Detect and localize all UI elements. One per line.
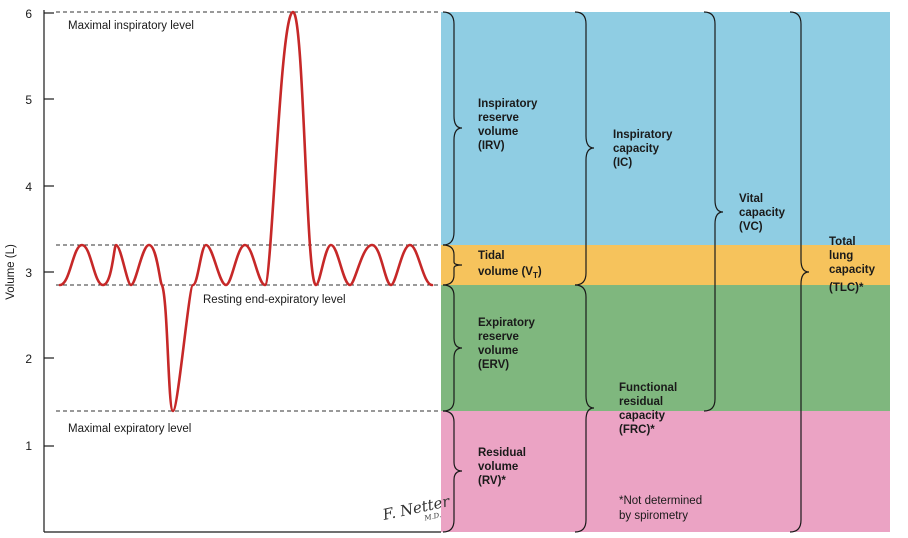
ic-brace	[574, 11, 595, 286]
svg-text:volume: volume	[478, 345, 518, 357]
svg-text:Inspiratory: Inspiratory	[478, 98, 538, 110]
ic-label: Inspiratory capacity (IC)	[613, 129, 673, 169]
svg-text:Inspiratory: Inspiratory	[613, 129, 673, 141]
svg-text:Residual: Residual	[478, 447, 526, 459]
svg-text:lung: lung	[829, 250, 853, 262]
level-lines	[56, 11, 441, 412]
svg-text:capacity: capacity	[829, 264, 876, 276]
svg-text:capacity: capacity	[619, 410, 666, 422]
svg-text:reserve: reserve	[478, 331, 519, 343]
tick-label-1: 1	[25, 439, 32, 453]
svg-text:Vital: Vital	[739, 193, 763, 205]
svg-text:reserve: reserve	[478, 112, 519, 124]
maximal-expiratory-level-label: Maximal expiratory level	[68, 423, 191, 435]
irv-label: Inspiratory reserve volume (IRV)	[478, 98, 538, 152]
tidal-volume-label: Tidal volume (VT)	[478, 250, 542, 280]
svg-text:volume: volume	[478, 126, 518, 138]
svg-text:(ERV): (ERV)	[478, 359, 509, 371]
svg-text:capacity: capacity	[739, 207, 786, 219]
tick-label-3: 3	[25, 266, 32, 280]
y-axis	[43, 10, 441, 533]
svg-text:(IRV): (IRV)	[478, 140, 505, 152]
rv-brace	[442, 410, 463, 533]
svg-text:Expiratory: Expiratory	[478, 317, 535, 329]
svg-text:(TLC)*: (TLC)*	[829, 282, 864, 294]
tick-label-4: 4	[25, 180, 32, 194]
spirometry-trace	[58, 10, 434, 413]
tick-label-6: 6	[25, 7, 32, 21]
vc-label: Vital capacity (VC)	[739, 193, 786, 233]
irv-brace	[442, 11, 463, 246]
tick-label-5: 5	[25, 93, 32, 107]
svg-text:capacity: capacity	[613, 143, 660, 155]
tlc-brace	[789, 11, 810, 533]
svg-text:volume: volume	[478, 461, 518, 473]
tv-brace	[442, 244, 463, 286]
svg-text:volume (VT): volume (VT)	[478, 266, 542, 280]
maximal-inspiratory-level-label: Maximal inspiratory level	[68, 20, 194, 32]
tlc-label: Total lung capacity (TLC)*	[829, 236, 876, 294]
svg-text:residual: residual	[619, 396, 663, 408]
svg-text:Total: Total	[829, 236, 856, 248]
rv-label: Residual volume (RV)*	[478, 447, 526, 487]
frc-brace	[574, 284, 595, 533]
frc-label: Functional residual capacity (FRC)*	[619, 382, 677, 436]
svg-text:M.D.: M.D.	[423, 511, 442, 523]
tick-label-2: 2	[25, 352, 32, 366]
svg-text:(IC): (IC)	[613, 157, 632, 169]
rv-band	[441, 411, 890, 532]
tidal-volume-band	[441, 245, 890, 285]
svg-text:Tidal: Tidal	[478, 250, 505, 262]
svg-text:by spirometry: by spirometry	[619, 510, 688, 522]
erv-label: Expiratory reserve volume (ERV)	[478, 317, 535, 371]
y-axis-label: Volume (L)	[5, 244, 17, 300]
svg-text:*Not determined: *Not determined	[619, 495, 702, 507]
capacity-braces	[574, 11, 810, 533]
footnote: *Not determined by spirometry	[619, 495, 702, 522]
svg-text:(RV)*: (RV)*	[478, 475, 506, 487]
volume-braces	[442, 11, 463, 533]
irv-band	[441, 12, 890, 245]
vc-brace	[703, 11, 724, 412]
svg-text:Functional: Functional	[619, 382, 677, 394]
svg-text:(FRC)*: (FRC)*	[619, 424, 655, 436]
resting-end-expiratory-level-label: Resting end-expiratory level	[203, 294, 346, 306]
svg-text:(VC): (VC)	[739, 221, 763, 233]
erv-band	[441, 285, 890, 411]
erv-brace	[442, 284, 463, 412]
